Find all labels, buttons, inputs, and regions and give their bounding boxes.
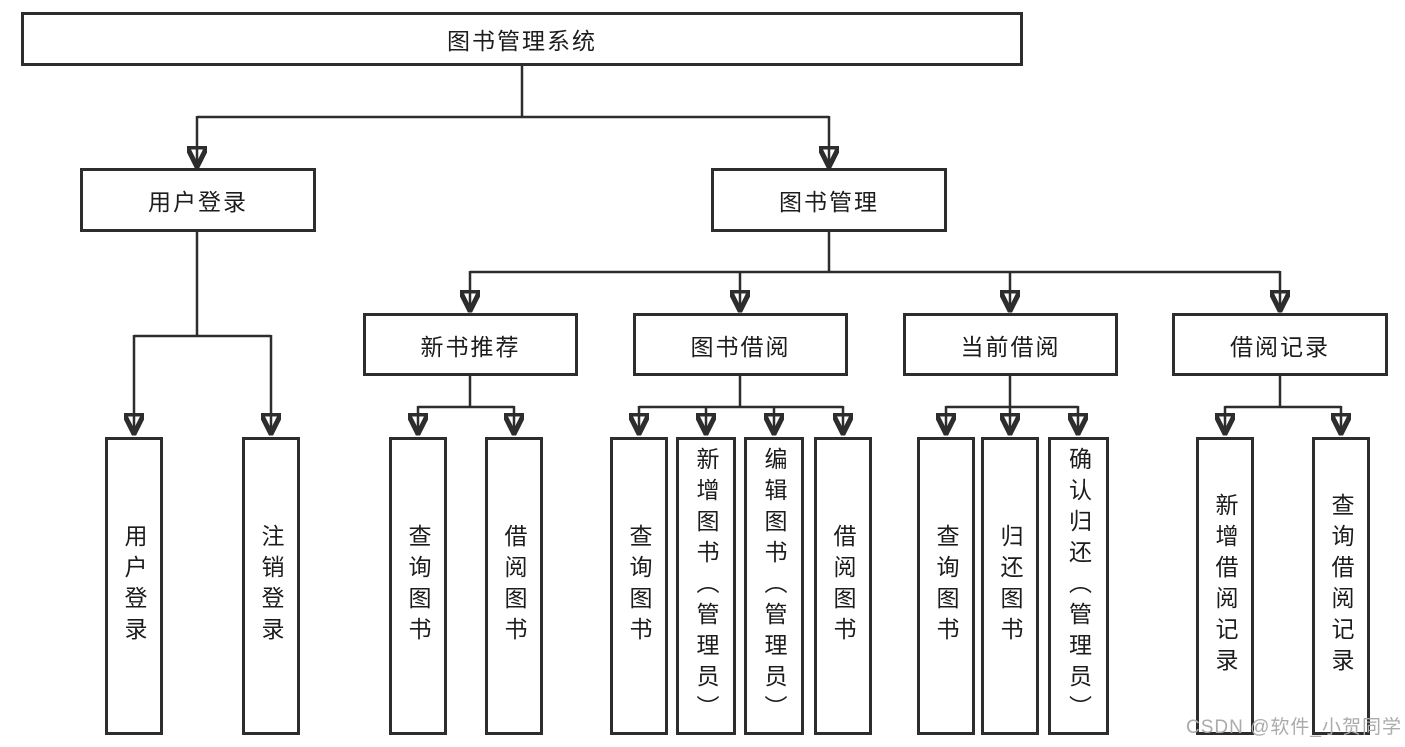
- node-borrowing-records: 借阅记录: [1172, 313, 1388, 376]
- node-logout-action: 注销登录: [242, 437, 300, 735]
- node-return-book: 归还图书: [981, 437, 1039, 735]
- node-query-book-recommend: 查询图书: [389, 437, 447, 735]
- node-user-login-action: 用户登录: [105, 437, 163, 735]
- connector-borrow-records-children: [1225, 374, 1341, 432]
- node-add-book-admin: 新增图书（管理员）: [676, 437, 736, 735]
- node-borrow-book-recommend: 借阅图书: [485, 437, 543, 735]
- node-borrow-book-action: 借阅图书: [814, 437, 872, 735]
- connector-new-book-children: [418, 374, 514, 432]
- node-query-borrow-record: 查询借阅记录: [1312, 437, 1370, 735]
- node-query-book-current: 查询图书: [917, 437, 975, 735]
- connector-current-borrow-children: [946, 374, 1078, 432]
- node-confirm-return-admin: 确认归还（管理员）: [1048, 437, 1109, 735]
- node-new-book-recommendation: 新书推荐: [363, 313, 578, 376]
- node-book-borrowing: 图书借阅: [633, 313, 848, 376]
- node-add-borrow-record: 新增借阅记录: [1196, 437, 1254, 735]
- connector-book-borrow-children: [639, 374, 843, 432]
- connector-user-login-children: [134, 230, 271, 432]
- node-user-login: 用户登录: [80, 168, 316, 232]
- connector-book-management-children: [470, 230, 1280, 309]
- node-edit-book-admin: 编辑图书（管理员）: [744, 437, 804, 735]
- connector-root-to-level2: [197, 66, 829, 165]
- node-current-borrowing: 当前借阅: [903, 313, 1118, 376]
- node-book-management: 图书管理: [711, 168, 947, 232]
- node-root: 图书管理系统: [21, 12, 1023, 66]
- node-query-book-borrow: 查询图书: [610, 437, 668, 735]
- watermark: CSDN @软件_小贺同学: [1186, 717, 1402, 738]
